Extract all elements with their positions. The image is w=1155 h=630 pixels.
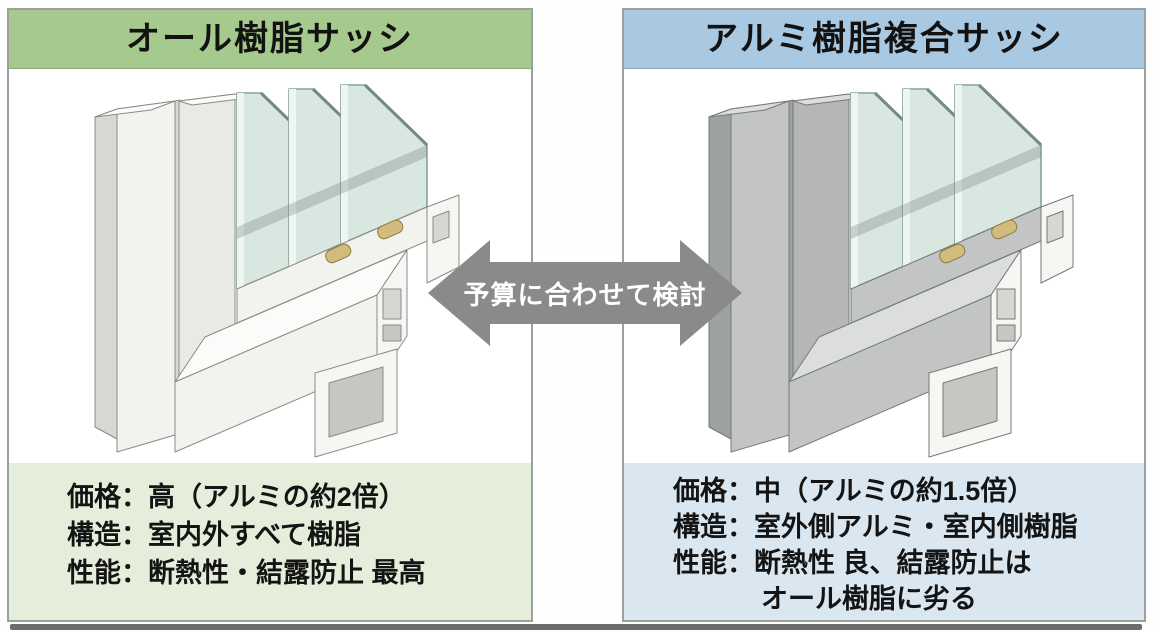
glass-panes — [236, 83, 429, 290]
left-card: オール樹脂サッシ — [7, 8, 533, 622]
glass-spacer — [939, 243, 966, 264]
left-card-title: オール樹脂サッシ — [126, 20, 414, 58]
glass-spacers — [939, 219, 1018, 264]
glass-spacer — [377, 219, 404, 240]
spec-line-performance: 性能：断熱性 良、結露防止は — [673, 548, 1032, 578]
spec-line-structure: 構造：室内外すべて樹脂 — [67, 520, 362, 550]
spec-line-structure: 構造：室外側アルミ・室内側樹脂 — [673, 512, 1078, 542]
spec-line-performance: 性能：断熱性・結露防止 最高 — [67, 558, 426, 588]
right-card-title: アルミ樹脂複合サッシ — [704, 20, 1064, 58]
spec-line-price: 価格：中（アルミの約1.5倍） — [673, 476, 1035, 506]
budget-arrow: 予算に合わせて検討 — [428, 240, 742, 346]
budget-arrow-label: 予算に合わせて検討 — [463, 279, 707, 310]
right-card-header: アルミ樹脂複合サッシ — [624, 10, 1144, 69]
spec-line-performance-cont: オール樹脂に劣る — [761, 584, 977, 614]
bottom-shadow — [10, 624, 1142, 630]
glass-spacers — [325, 219, 404, 264]
rail-section — [788, 249, 1022, 453]
window-illustration-aluminum — [708, 83, 1074, 458]
lower-profile-section — [928, 348, 1012, 458]
lower-profile-section — [314, 348, 398, 458]
glass-spacer — [991, 219, 1018, 240]
left-card-image — [9, 71, 531, 465]
frame-stile — [708, 93, 863, 453]
double-arrow-icon — [428, 240, 742, 346]
glass-spacer — [325, 243, 352, 264]
spec-line-price: 価格：高（アルミの約2倍） — [67, 482, 406, 512]
left-card-specs: 価格：高（アルミの約2倍） 構造：室内外すべて樹脂 性能：断熱性・結露防止 最高 — [9, 463, 531, 620]
glass-panes — [850, 83, 1043, 290]
left-card-header: オール樹脂サッシ — [9, 10, 531, 69]
rail-section — [174, 249, 408, 453]
right-card-image — [624, 71, 1144, 465]
window-illustration-resin — [94, 83, 460, 458]
right-card-specs: 価格：中（アルミの約1.5倍） 構造：室外側アルミ・室内側樹脂 性能：断熱性 良… — [624, 463, 1144, 620]
